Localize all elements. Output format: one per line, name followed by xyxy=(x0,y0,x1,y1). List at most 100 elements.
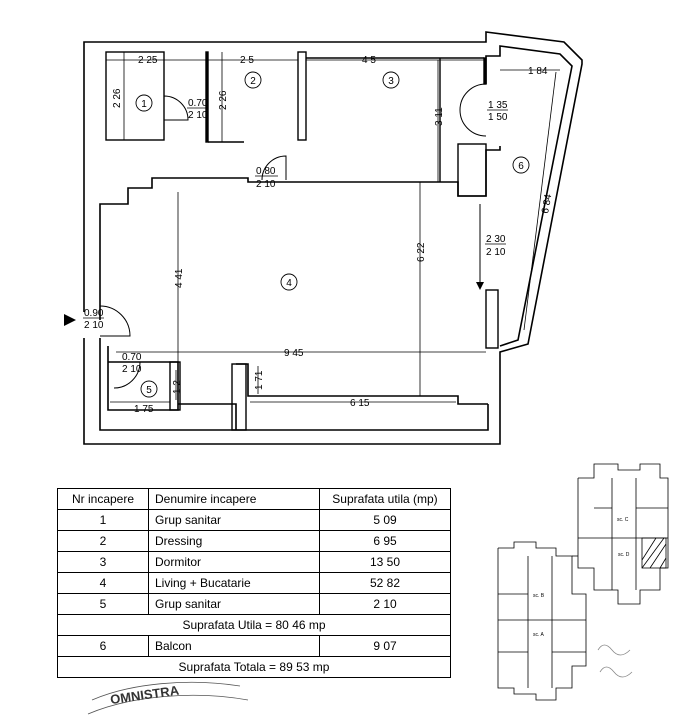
util-total-text: Suprafata Utila = 80 46 mp xyxy=(57,614,451,636)
room-2-number: 2 xyxy=(250,76,256,87)
room-4-circle xyxy=(280,273,298,291)
dim-226-room1: 2 26 xyxy=(112,88,123,108)
balcony-door-arrow xyxy=(476,204,484,290)
keyplan-label-sc-b: sc. B xyxy=(533,593,545,599)
interior-walls xyxy=(105,51,499,431)
door5-swing xyxy=(113,361,141,389)
room2-wall-left xyxy=(205,51,209,143)
table-row: 1 Grup sanitar 5 09 xyxy=(57,509,451,531)
room-3-number: 3 xyxy=(388,76,394,87)
balcony-window-pillar xyxy=(485,289,499,349)
room-1-circle xyxy=(135,94,153,112)
door3-width: 1 35 xyxy=(488,100,508,111)
dim-615: 6 15 xyxy=(350,398,370,409)
door3-height: 1 50 xyxy=(488,112,508,123)
row-area: 13 50 xyxy=(319,551,451,573)
table-row: 4 Living + Bucatarie 52 82 xyxy=(57,572,451,594)
door5-width: 0.70 xyxy=(122,352,142,363)
room-6-number: 6 xyxy=(518,161,524,172)
dim-225: 2 25 xyxy=(138,55,158,66)
balcony-number: 6 xyxy=(57,635,149,657)
door3-swing-a xyxy=(459,83,487,111)
row-area: 2 10 xyxy=(319,593,451,615)
dim-171: 1 71 xyxy=(254,370,265,390)
room5-pillar xyxy=(169,361,181,411)
room2-room3-wall xyxy=(297,51,307,141)
dim-684: 6 84 xyxy=(540,193,554,215)
dim-226-room2: 2 26 xyxy=(218,90,229,110)
outer-wall-outline xyxy=(83,31,583,445)
grand-total-row: Suprafata Totala = 89 53 mp xyxy=(57,656,451,678)
row-number: 2 xyxy=(57,530,149,552)
key-plan xyxy=(497,463,669,701)
row-number: 5 xyxy=(57,593,149,615)
room-3-circle xyxy=(382,71,400,89)
keyplan-label-sc-c: sc. C xyxy=(617,517,629,523)
room-6-circle xyxy=(512,156,530,174)
balcony-door-pillar xyxy=(457,143,487,197)
dim-25: 2 5 xyxy=(240,55,254,66)
stamp: OMNISTRA xyxy=(87,681,249,715)
entry-door-swing xyxy=(99,305,131,337)
dim-622: 6 22 xyxy=(416,242,427,262)
keyplan-label-sc-d: sc. D xyxy=(618,552,630,558)
door1-height: 2 10 xyxy=(188,110,208,121)
row-number: 4 xyxy=(57,572,149,594)
dim-175: 1 75 xyxy=(134,404,154,415)
table-row: 3 Dormitor 13 50 xyxy=(57,551,451,573)
table-row: 2 Dressing 6 95 xyxy=(57,530,451,552)
door1-swing xyxy=(163,95,189,121)
keyplan-label-sc-a: sc. A xyxy=(533,632,545,638)
header-useful-area: Suprafata utila (mp) xyxy=(319,488,451,510)
room-area-table: Nr incapere Denumire incapere Suprafata … xyxy=(57,488,451,678)
room-number-texts: 1 2 3 4 5 6 xyxy=(141,76,524,396)
row-area: 5 09 xyxy=(319,509,451,531)
entry-door-width: 0.90 xyxy=(84,308,104,319)
balcony-row: 6 Balcon 9 07 xyxy=(57,635,451,657)
room-1-number: 1 xyxy=(141,99,147,110)
table-row: 5 Grup sanitar 2 10 xyxy=(57,593,451,615)
dim-12: 1 2 xyxy=(172,380,183,394)
header-room-name: Denumire incapere xyxy=(148,488,320,510)
room3-right-wall xyxy=(483,57,487,85)
balcony-name: Balcon xyxy=(148,635,320,657)
grand-total-text: Suprafata Totala = 89 53 mp xyxy=(57,656,451,678)
inner-wall-left-bottom xyxy=(99,338,489,431)
door3-swing-b xyxy=(459,109,487,137)
balcony-door-width: 2 30 xyxy=(486,234,506,245)
row-name: Living + Bucatarie xyxy=(148,572,320,594)
row-area: 52 82 xyxy=(319,572,451,594)
entry-door-height: 2 10 xyxy=(84,320,104,331)
dim-441: 4 41 xyxy=(174,268,185,288)
dim-311: 3 11 xyxy=(434,107,445,126)
door-hall-width: 0.80 xyxy=(256,166,276,177)
doors xyxy=(99,83,487,389)
key-plan-labels: sc. C sc. D sc. B sc. A xyxy=(533,517,630,638)
dimension-lines xyxy=(106,52,560,404)
door-labels: 0.70 2 10 0.80 2 10 1 35 1 50 2 30 2 10 … xyxy=(83,98,508,375)
util-total-row: Suprafata Utila = 80 46 mp xyxy=(57,614,451,636)
living-pillar xyxy=(231,363,247,431)
room-5-circle xyxy=(140,380,158,398)
row-number: 3 xyxy=(57,551,149,573)
lower-step-wall xyxy=(178,403,237,430)
room-numbers xyxy=(135,71,530,398)
row-area: 6 95 xyxy=(319,530,451,552)
dimension-texts: 2 25 2 5 4 5 1 84 2 26 2 26 3 11 6 84 6 … xyxy=(112,55,554,415)
dim-945: 9 45 xyxy=(284,348,304,359)
balcony-door-height: 2 10 xyxy=(486,247,506,258)
row-name: Grup sanitar xyxy=(148,509,320,531)
row-name: Dressing xyxy=(148,530,320,552)
room-4-number: 4 xyxy=(286,278,292,289)
row-name: Dormitor xyxy=(148,551,320,573)
balcony-area: 9 07 xyxy=(319,635,451,657)
exterior-walls xyxy=(83,31,583,445)
door5-height: 2 10 xyxy=(122,364,142,375)
room-2-circle xyxy=(244,71,262,89)
door1-width: 0.70 xyxy=(188,98,208,109)
inner-wall-right-top xyxy=(485,45,573,347)
entrance-arrow-icon xyxy=(64,314,76,326)
dim-45: 4 5 xyxy=(362,55,376,66)
dim-184: 1 84 xyxy=(528,66,548,77)
